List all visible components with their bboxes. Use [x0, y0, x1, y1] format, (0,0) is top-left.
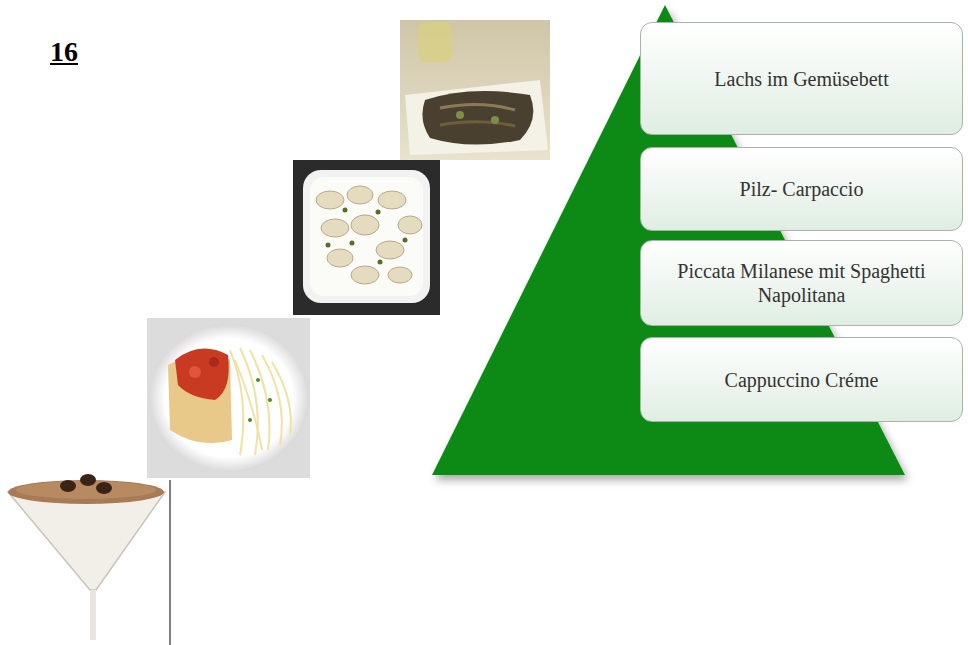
salmon-photo [400, 20, 550, 160]
dish-name: Cappuccino Créme [711, 362, 893, 398]
menu-box: Cappuccino Créme [640, 337, 963, 422]
dessert-photo [8, 474, 170, 645]
piccata-photo [147, 318, 310, 478]
menu-box: Piccata Milanese mit Spaghetti Napolitan… [640, 240, 963, 326]
menu-box: Pilz- Carpaccio [640, 147, 963, 231]
dish-name: Lachs im Gemüsebett [700, 61, 902, 97]
dish-name: Pilz- Carpaccio [726, 171, 878, 207]
dish-name: Piccata Milanese mit Spaghetti Napolitan… [641, 253, 962, 313]
title-number: 16 [50, 36, 78, 68]
carpaccio-photo [293, 160, 440, 315]
menu-box: Lachs im Gemüsebett [640, 22, 963, 135]
